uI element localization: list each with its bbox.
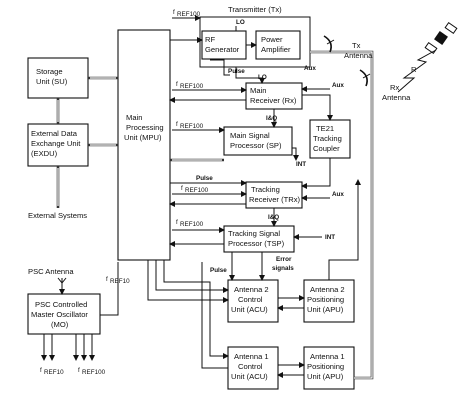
fref-label-7: f [40, 367, 42, 374]
fref-sub-1: REF100 [177, 11, 201, 18]
fref-sub-5: REF100 [180, 221, 204, 228]
fref-sub-6: REF10 [110, 278, 130, 285]
mo-label-3: (MO) [51, 320, 69, 329]
main-receiver-label-1: Main [250, 86, 266, 95]
rx-antenna-label-1: Rx [390, 83, 399, 92]
exdu-label-1: External Data [31, 129, 78, 138]
exdu-block: External Data Exchange Unit (EXDU) [27, 123, 89, 167]
storage-unit-label-1: Storage [36, 67, 63, 76]
psc-antenna-label: PSC Antenna [28, 267, 74, 276]
tsp-label-1: Tracking Signal [228, 229, 280, 238]
exdu-label-3: (EXDU) [31, 149, 58, 158]
storage-unit-label-2: Unit (SU) [36, 77, 68, 86]
fref-sub-3: REF100 [180, 123, 204, 130]
antenna1-control-unit-block: Antenna 1 Control Unit (ACU) [227, 346, 279, 390]
main-receiver-label-2: Receiver (Rx) [250, 96, 297, 105]
rf-generator-label-1: RF [205, 35, 215, 44]
apu2-label-2: Positioning [307, 295, 344, 304]
rx-antenna-label-2: Antenna [382, 93, 411, 102]
antenna2-control-unit-block: Antenna 2 Control Unit (ACU) [227, 279, 279, 323]
main-receiver-block: Main Receiver (Rx) [245, 82, 303, 110]
tx-antenna-label-2: Antenna [344, 51, 373, 60]
exdu-label-2: Exchange Unit [31, 139, 81, 148]
iq-label-1: I&Q [266, 115, 277, 122]
pulse-label-3: Pulse [210, 267, 227, 274]
rx-antenna: Rx Antenna [359, 69, 411, 102]
transmitter-title: Transmitter (Tx) [228, 5, 282, 14]
acu2-label-1: Antenna 2 [234, 285, 269, 294]
acu1-label-3: Unit (ACU) [231, 372, 268, 381]
mpu-block: Main Processing Unit (MPU) [117, 29, 171, 261]
apu1-label-3: Unit (APU) [307, 372, 344, 381]
main-signal-processor-block: Main Signal Processor (SP) [223, 126, 293, 156]
mo-label-1: PSC Controlled [35, 300, 87, 309]
apu1-label-1: Antenna 1 [310, 352, 345, 361]
main-sp-label-2: Processor (SP) [230, 141, 282, 150]
fref-label-5: f [176, 219, 178, 226]
mpu-label-1: Main [126, 113, 142, 122]
tracking-receiver-label-1: Tracking [251, 185, 280, 194]
mpu-label-2: Processing [126, 123, 164, 132]
rf-generator-label-2: Generator [205, 45, 240, 54]
aux-label-1: Aux [304, 65, 316, 72]
acu2-label-2: Control [238, 295, 263, 304]
range-label: R [411, 65, 417, 74]
tx-antenna: Tx Antenna [323, 35, 373, 60]
tx-antenna-label-1: Tx [352, 41, 361, 50]
external-systems-label: External Systems [28, 211, 87, 220]
fref-label-8: f [78, 367, 80, 374]
whip-antenna-icon [57, 277, 67, 286]
antenna1-positioning-unit-block: Antenna 1 Positioning Unit (APU) [303, 346, 355, 390]
dish-antenna-icon [359, 69, 371, 87]
fref-sub-8: REF100 [82, 369, 106, 376]
fref-sub-2: REF100 [180, 83, 204, 90]
te21-label-3: Coupler [313, 144, 340, 153]
aux-label-3: Aux [332, 191, 344, 198]
power-amplifier-label-1: Power [261, 35, 283, 44]
acu1-label-2: Control [238, 362, 263, 371]
tracking-signal-processor-block: Tracking Signal Processor (TSP) [223, 225, 295, 253]
fref-label-6: f [106, 276, 108, 283]
fref-label-3: f [176, 121, 178, 128]
lo-label-1: LO [236, 19, 245, 26]
tsp-label-2: Processor (TSP) [228, 239, 285, 248]
fref-sub-4: REF100 [185, 187, 209, 194]
apu2-label-1: Antenna 2 [310, 285, 345, 294]
signal-lines: f REF100 LO LO Pulse Aux Aux Aux f REF10… [40, 9, 361, 378]
main-sp-label-1: Main Signal [230, 131, 270, 140]
error-signals-label-1: Error [276, 256, 292, 263]
fref-sub-7: REF10 [44, 369, 64, 376]
transmitter-group: Transmitter (Tx) RF Generator Power Ampl… [199, 5, 311, 68]
te21-label-2: Tracking [313, 134, 342, 143]
fref-label-4: f [181, 185, 183, 192]
storage-unit-block: Storage Unit (SU) [27, 57, 89, 99]
pulse-label-1: Pulse [228, 68, 245, 75]
power-amplifier-label-2: Amplifier [261, 45, 291, 54]
master-oscillator-block: PSC Controlled Master Oscillator (MO) [27, 293, 101, 335]
acu2-label-3: Unit (ACU) [231, 305, 268, 314]
mo-label-2: Master Oscillator [31, 310, 88, 319]
int-label-1: INT [296, 161, 306, 168]
apu2-label-3: Unit (APU) [307, 305, 344, 314]
tracking-receiver-label-2: Receiver (TRx) [249, 195, 301, 204]
fref-label-1: f [173, 9, 175, 16]
aux-label-2: Aux [332, 82, 344, 89]
error-signals-label-2: signals [272, 265, 294, 272]
lightning-icon [397, 49, 437, 93]
acu1-label-1: Antenna 1 [234, 352, 269, 361]
satellite-icon [424, 21, 458, 55]
te21-label-1: TE21 [316, 124, 334, 133]
antenna2-positioning-unit-block: Antenna 2 Positioning Unit (APU) [303, 279, 355, 323]
apu1-label-2: Positioning [307, 362, 344, 371]
mpu-label-3: Unit (MPU) [124, 133, 162, 142]
te21-tracking-coupler-block: TE21 Tracking Coupler [309, 119, 351, 159]
int-label-2: INT [325, 234, 335, 241]
pulse-label-2: Pulse [196, 175, 213, 182]
data-buses [56, 50, 374, 380]
dish-antenna-icon [323, 35, 335, 53]
tracking-receiver-block: Tracking Receiver (TRx) [245, 181, 303, 209]
fref-label-2: f [176, 81, 178, 88]
